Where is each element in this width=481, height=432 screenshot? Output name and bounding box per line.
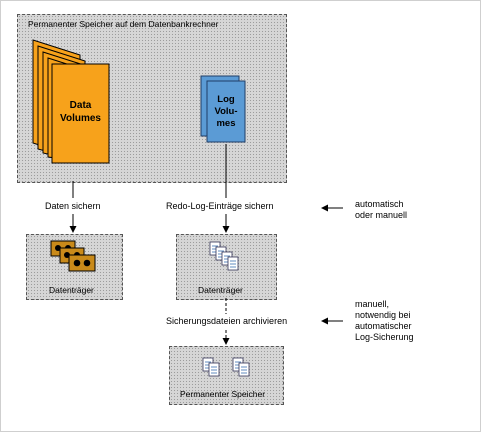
log-medium-label: Datenträger	[198, 285, 243, 295]
data-volumes-icon	[32, 39, 110, 164]
step-archive: Sicherungsdateien archivieren	[166, 316, 288, 326]
note-archive-line3: automatischer	[355, 321, 412, 331]
note-archive: manuell, notwendig bei automatischer Log…	[355, 299, 414, 343]
permanent-storage-label: Permanenter Speicher	[180, 389, 266, 399]
note-log-backup: automatisch oder manuell	[355, 199, 407, 221]
log-volumes-line3: mes	[216, 118, 236, 129]
document-stack-icon	[209, 241, 239, 271]
log-medium-box	[176, 234, 277, 300]
note-archive-line2: notwendig bei	[355, 310, 411, 320]
step-data-backup: Daten sichern	[45, 201, 101, 211]
data-medium-label: Datenträger	[49, 285, 94, 295]
data-volumes-line2: Volumes	[60, 113, 101, 124]
data-volumes-label: Data Volumes	[52, 99, 109, 125]
note-log-line2: oder manuell	[355, 210, 408, 220]
data-volumes-line1: Data	[69, 100, 92, 111]
log-volumes-icon	[200, 75, 246, 143]
note-log-line1: automatisch	[355, 199, 404, 209]
log-volumes-line2: Volu-	[214, 106, 238, 117]
note-archive-line1: manuell,	[355, 299, 390, 309]
step-log-backup: Redo-Log-Einträge sichern	[166, 201, 274, 211]
log-volumes-label: Log Volu- mes	[207, 94, 245, 130]
note-archive-line4: Log-Sicherung	[355, 332, 414, 342]
tape-cassette-icon	[50, 240, 96, 272]
database-host-title: Permanenter Speicher auf dem Datenbankre…	[28, 19, 219, 29]
document-pair-icon	[202, 357, 250, 377]
permanent-storage-box	[169, 346, 284, 405]
log-volumes-line1: Log	[217, 94, 235, 105]
